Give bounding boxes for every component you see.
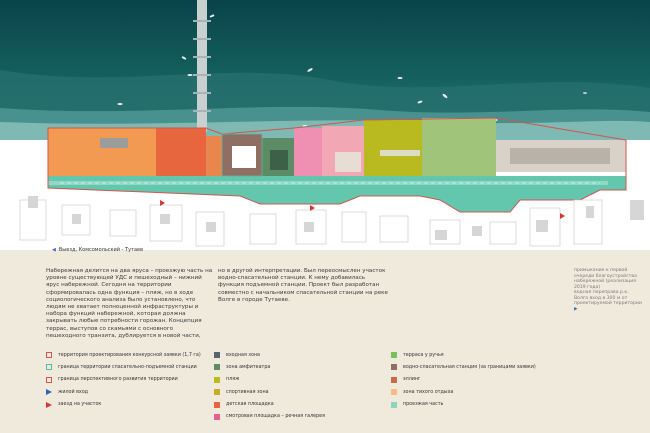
legend-item: территория проектирования конкурсной зая… [46,352,201,358]
legend-item: эллинг [391,376,536,383]
legend-swatch [391,401,397,408]
legend-swatch [214,401,220,408]
legend-swatch [391,364,397,371]
exit-label: ◀Выезд, Комсомольский - Тутаев [52,247,143,253]
legend-swatch [46,364,52,371]
zone-children [206,136,222,176]
exit-label-text: Выезд, Комсомольский - Тутаев [58,247,144,253]
legend-label: проезжая часть [403,402,444,408]
legend-label: граница перспективного развития территор… [58,377,178,383]
legend-item: водно-спасательная станция (за границами… [391,364,536,371]
side-note-1: примыкание к первой очереди благоустройс… [574,268,637,290]
side-note-2: водная переправа р.к. Волга вход в 300 м… [574,290,644,312]
legend-item: проезжая часть [391,401,536,408]
legend-label: территория проектирования конкурсной зая… [58,352,201,358]
legend-label: зона тихого отдыха [403,389,454,395]
legend-swatch [391,389,397,396]
legend-item: детская площадка [214,401,325,408]
legend-item: граница перспективного развития территор… [46,376,201,383]
legend-item: спортивная зона [214,389,325,396]
master-plan [0,0,650,262]
boats [117,14,587,127]
legend-label: заезд на участок [58,402,102,408]
legend-item: пляж [214,376,325,383]
legend-item: смотровая площадка – речная галерея [214,413,326,420]
legend-swatch [214,376,220,383]
legend-swatch [214,389,220,396]
legend-label: терраса у ручья [403,352,444,358]
zone-beach [48,128,156,176]
arrow-left-icon: ◀ [52,247,56,253]
legend-swatch [391,376,397,383]
legend-item: терраса у ручья [391,352,536,358]
legend-label: детская площадка [226,402,274,408]
legend-swatch [214,364,220,371]
legend-label: водно-спасательная станция (за границами… [403,364,536,370]
legend-item: граница территории спасательно-подъемной… [46,364,201,371]
description-left: Набережная делится на два яруса – проезж… [46,268,213,339]
legend-label: пляж [226,377,240,383]
legend-swatch [391,352,397,358]
legend-swatch [46,376,52,383]
legend-column-3: терраса у ручья водно-спасательная станци… [391,352,536,414]
zone-walk [422,118,496,176]
houses [28,196,644,240]
triangle-right-icon [46,389,52,396]
pier [197,0,207,132]
walk-icon: ▶ [574,306,578,312]
legend-swatch [214,413,220,420]
project-border [47,117,627,213]
legend-item: входная зона [214,352,325,358]
legend-label: спортивная зона [226,389,269,395]
legend-label: зона амфитеатра [226,364,271,370]
legend-column-2: входная зона зона амфитеатра пляж спортивна… [214,352,325,426]
zone-beach-olive [364,120,422,176]
description-right: но в другой интерпретации. Был переосмыс… [218,268,388,303]
legend-item: зона амфитеатра [214,364,325,371]
legend-item: жилой вход [46,389,201,396]
legend-label: входная зона [226,352,260,358]
legend-swatch [214,352,220,358]
zone-gallery [294,128,322,176]
legend-column-1: территория проектирования конкурсной зая… [46,352,201,414]
rescue-border [221,133,263,177]
access-markers [160,200,565,219]
legend-item: зона тихого отдыха [391,389,536,396]
side-note-2-text: водная переправа р.к. Волга вход в 300 м… [574,290,642,307]
legend-label: эллинг [403,377,421,383]
legend-label: граница территории спасательно-подъемной… [58,364,197,370]
triangle-right-icon [46,401,52,408]
legend-label: смотровая площадка – речная галерея [226,414,326,420]
legend-swatch [46,352,52,358]
legend-item: заезд на участок [46,401,201,408]
zone-sport [156,128,206,176]
legend-label: жилой вход [58,389,88,395]
